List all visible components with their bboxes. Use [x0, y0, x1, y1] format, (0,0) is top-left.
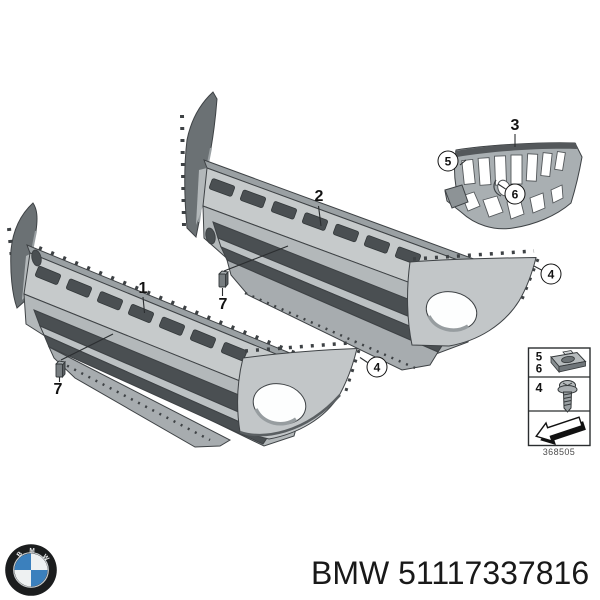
clip-7-upper [218, 270, 229, 289]
callout-4-text: 4 [373, 360, 381, 374]
callout-4-circle-bumper1: 4 [366, 356, 388, 378]
bmw-logo: B M W [5, 544, 57, 596]
bumper-2-drawing [180, 91, 540, 371]
callout-4-circle-bumper2: 4 [540, 263, 562, 285]
callout-5-text: 5 [444, 154, 452, 168]
callout-6-circle: 6 [504, 183, 526, 205]
callout-5-circle: 5 [437, 150, 459, 172]
logo-letter-w: W [41, 553, 51, 563]
legend-box-art [527, 347, 591, 447]
callout-6-text: 6 [511, 187, 519, 201]
legend-figure-number: 368505 [542, 447, 576, 457]
direction-arrow-icon [535, 416, 586, 445]
brand-label: BMW [311, 555, 390, 591]
legend-label-5: 5 [535, 351, 543, 364]
legend-label-6: 6 [535, 362, 543, 375]
logo-letter-b: B [16, 550, 25, 558]
screw-icon [557, 380, 578, 413]
clip-7-lower [55, 360, 66, 379]
callout-2-label: 2 [314, 188, 324, 205]
callout-4-text: 4 [547, 267, 555, 281]
callout-3-label: 3 [510, 117, 520, 134]
part-number: 51117337816 [398, 555, 590, 591]
callout-7-label-upper: 7 [218, 296, 228, 313]
part-number-text: BMW 51117337816 [311, 557, 589, 589]
bumper-1-drawing [7, 202, 361, 448]
callout-1-label: 1 [138, 280, 148, 297]
logo-letter-m: M [29, 547, 35, 554]
leader-lines [58, 134, 542, 382]
speed-nut-clip-icon [550, 350, 587, 374]
legend-label-4: 4 [535, 380, 543, 395]
callout-7-label-lower: 7 [53, 381, 63, 398]
